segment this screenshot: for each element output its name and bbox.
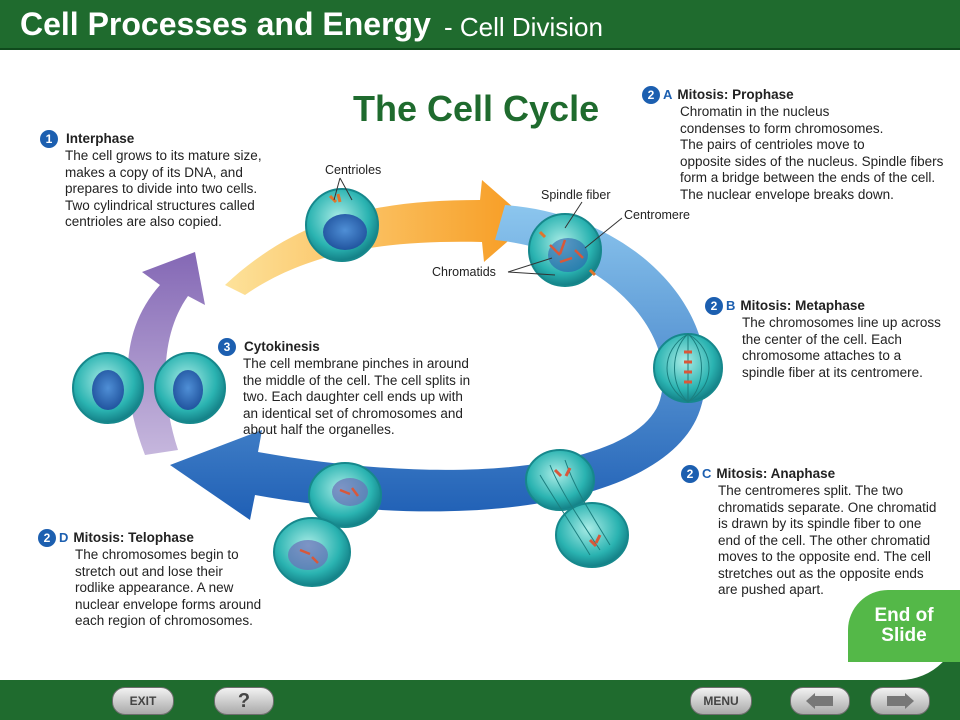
interphase-heading: Interphase — [66, 130, 135, 146]
daughter-cell-left — [72, 352, 144, 424]
arrow-left-icon — [806, 693, 833, 709]
interphase-text: The cell grows to its mature size, makes… — [65, 148, 262, 229]
anaphase-text: The centromeres split. The two chromatid… — [718, 483, 937, 597]
cytokinesis-number: 3 — [218, 338, 236, 356]
telophase-cell — [273, 462, 382, 587]
prophase-text: Chromatin in the nucleus condenses to fo… — [680, 104, 944, 202]
anaphase-cell — [525, 449, 629, 568]
prophase-heading: Mitosis: Prophase — [677, 86, 794, 102]
telophase-text: The chromosomes begin to stretch out and… — [75, 547, 262, 628]
interphase-arrow — [225, 180, 530, 295]
cytokinesis-heading: Cytokinesis — [244, 338, 320, 354]
anaphase-number: 2 — [681, 465, 699, 483]
prophase-letter: A — [663, 86, 673, 102]
metaphase-heading: Mitosis: Metaphase — [740, 297, 865, 313]
mitosis-arrow — [170, 205, 706, 520]
cytokinesis-block: 3 Cytokinesis The cell membrane pinches i… — [218, 338, 498, 439]
header-bar: Cell Processes and Energy - Cell Divisio… — [0, 0, 960, 50]
arrow-right-icon — [887, 693, 914, 709]
label-spindle-fiber: Spindle fiber — [541, 188, 611, 202]
label-leader-lines — [333, 177, 623, 276]
anaphase-letter: C — [702, 465, 712, 481]
prophase-number: 2 — [642, 86, 660, 104]
metaphase-number: 2 — [705, 297, 723, 315]
label-chromatids: Chromatids — [432, 265, 496, 279]
telophase-letter: D — [59, 529, 69, 545]
label-centrioles: Centrioles — [325, 163, 382, 177]
header-subtitle: - Cell Division — [444, 12, 603, 42]
telophase-heading: Mitosis: Telophase — [73, 529, 194, 545]
header-title: Cell Processes and Energy — [20, 6, 431, 42]
help-button[interactable]: ? — [214, 687, 274, 715]
anaphase-heading: Mitosis: Anaphase — [716, 465, 836, 481]
metaphase-letter: B — [726, 297, 736, 313]
daughter-cell-right — [154, 352, 226, 424]
interphase-block: 1 Interphase The cell grows to its mature… — [40, 130, 300, 231]
interphase-cell — [305, 188, 379, 262]
metaphase-text: The chromosomes line up across the cente… — [742, 315, 941, 380]
diagram-title: The Cell Cycle — [353, 88, 600, 129]
cytokinesis-arrow — [127, 252, 205, 455]
prophase-cell — [528, 213, 602, 287]
interphase-number: 1 — [40, 130, 58, 148]
cytokinesis-text: The cell membrane pinches in around the … — [243, 356, 471, 437]
telophase-number: 2 — [38, 529, 56, 547]
menu-button[interactable]: MENU — [690, 687, 752, 715]
end-of-slide-badge: End of Slide — [848, 590, 960, 662]
exit-button[interactable]: EXIT — [112, 687, 174, 715]
previous-button[interactable] — [790, 687, 850, 715]
metaphase-cell — [653, 333, 723, 403]
next-button[interactable] — [870, 687, 930, 715]
label-centromere: Centromere — [624, 208, 690, 222]
